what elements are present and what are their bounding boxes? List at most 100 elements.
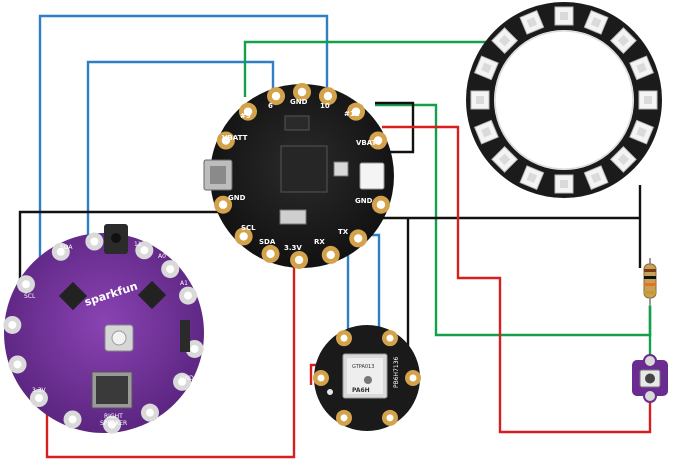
lilypad-speaker-label-1: RIGHT: [104, 413, 123, 420]
neopixel-led-core: [636, 62, 647, 74]
lilypad-pad-labels: SDA 11 A0 A1 3.3V SCL GND: [24, 241, 194, 394]
lilypad-button-cap: [111, 330, 127, 346]
flora-label-vbatt-left: VBATT: [222, 134, 248, 142]
lilypad-pad-hole: [90, 237, 99, 246]
flora-pad-hole: [266, 249, 275, 259]
neopixel-led-core: [560, 12, 568, 20]
lilypad-pad-hole: [108, 420, 117, 429]
lilypad-sd-inner: [96, 376, 128, 404]
lilypad-pad-hole: [166, 265, 175, 274]
flora-label-3v3: 3.3V: [284, 244, 302, 252]
green-wire-ring-data: [243, 40, 505, 97]
flora-pads: [214, 83, 390, 269]
lilypad-label-p2: 11: [134, 241, 142, 248]
flora-label-gnd-right: GND: [355, 197, 373, 205]
flora-label-gnd-left: GND: [228, 194, 246, 202]
gps-chip-label: PA6H: [352, 387, 370, 394]
resistor-band-2: [644, 276, 656, 279]
resistor-band-3: [644, 283, 656, 286]
flora-label-d9: #9: [240, 112, 251, 120]
lilypad-label-p1: SDA: [60, 244, 73, 251]
lilypad-pad-hole: [56, 247, 65, 256]
flora-pad-hole: [297, 87, 307, 97]
flora-pad-labels: #9 6 GND 10 #12 VBATT GND TX RX 3.3V SDA…: [222, 98, 382, 252]
flora-pad-hole: [294, 255, 304, 265]
lilypad-pad-hole: [184, 291, 193, 300]
gps-chip-label-area: [347, 358, 383, 394]
lilypad-pads: [3, 232, 204, 434]
flora-pad-hole: [326, 250, 335, 260]
neopixel-led-core: [481, 126, 492, 138]
flora-label-d12: #12: [344, 110, 360, 118]
gps-led: [327, 389, 333, 395]
flora-reset-button[interactable]: [333, 161, 349, 177]
resistor-band-1: [644, 269, 656, 272]
button-cap[interactable]: [645, 373, 655, 384]
lilypad-pad-hole: [178, 377, 187, 386]
flora-pad-hole: [373, 136, 383, 145]
flora-pad-hole: [221, 136, 231, 145]
gps-chip-code: GTPA013: [352, 364, 374, 370]
flora-label-vbatt: VBATT: [356, 139, 382, 147]
lilypad-label-p6: SCL: [24, 293, 36, 300]
neopixel-led-core: [476, 96, 484, 104]
flora-pad-hole: [354, 234, 363, 243]
red-wire-vbatt-ring: [382, 125, 652, 434]
pushbutton-board[interactable]: [632, 354, 668, 403]
flora-label-tx: TX: [338, 228, 349, 236]
gps-module[interactable]: GTPA013 PA6H PB6H7136: [313, 325, 421, 431]
neopixel-led-core: [644, 96, 652, 104]
flora-label-gnd-top: GND: [290, 98, 308, 106]
lilypad-pad-hole: [146, 408, 154, 417]
lilypad-pad-hole: [68, 415, 77, 424]
green-wire-button: [375, 103, 652, 337]
lilypad-pad-hole: [140, 246, 149, 255]
gps-side-label: PB6H7136: [393, 356, 400, 388]
flora-board[interactable]: [203, 83, 394, 269]
wires: [18, 14, 652, 459]
blue-wire-rx-gps: [327, 253, 350, 333]
flora-pad-hole: [271, 91, 281, 101]
gps-pad-hole: [409, 374, 417, 382]
button-board-pad-top: [643, 354, 657, 368]
lilypad-pad-hole: [34, 394, 43, 403]
lilypad-pad-hole: [8, 320, 17, 329]
neopixel-led-core: [636, 126, 647, 138]
lilypad-label-p4: A1: [180, 280, 188, 287]
flora-pad-hole: [351, 107, 361, 116]
flora-chip-small: [284, 115, 310, 131]
gps-pad-hole: [340, 414, 348, 422]
flora-pad-hole: [243, 107, 253, 116]
flora-switch[interactable]: [279, 209, 307, 225]
ring-leds: [470, 6, 658, 194]
button-board-pad-bottom: [643, 389, 657, 403]
neopixel-led-core: [560, 180, 568, 188]
flora-label-d6: 6: [268, 102, 273, 110]
gps-pad-hole: [317, 374, 325, 382]
neopixel-ring[interactable]: [466, 2, 662, 198]
flora-label-scl: SCL: [241, 224, 256, 232]
flora-label-sda: SDA: [259, 238, 276, 246]
resistor: [643, 258, 657, 306]
lilypad-mp3-board[interactable]: sparkfun RIGHT SPEAKER: [3, 224, 204, 434]
neopixel-led-core: [590, 172, 602, 183]
lilypad-pad-hole: [190, 344, 199, 353]
lilypad-label-p3: A0: [158, 253, 166, 260]
lilypad-label-p5: 3.3V: [32, 387, 47, 394]
lilypad-label-p7: GND: [180, 375, 194, 382]
gps-pads: [313, 330, 421, 426]
flora-pad-hole: [376, 200, 386, 209]
flora-pad-hole: [323, 91, 333, 101]
neopixel-led-core: [590, 17, 602, 28]
lilypad-jack-hole: [111, 233, 121, 243]
flora-label-d10: 10: [320, 102, 330, 110]
gps-pad-hole: [386, 334, 394, 342]
neopixel-led-core: [526, 172, 538, 183]
lilypad-pad-hole: [21, 280, 30, 289]
neopixel-led-core: [498, 34, 511, 47]
gps-pad-hole: [386, 414, 394, 422]
resistor-band-4: [644, 291, 656, 294]
neopixel-led-core: [481, 62, 492, 74]
lilypad-speaker-label-2: SPEAKER: [100, 420, 127, 427]
